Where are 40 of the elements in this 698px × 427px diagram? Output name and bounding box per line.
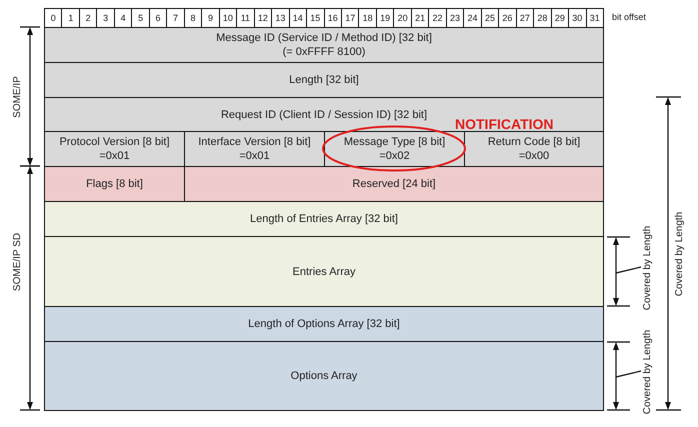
packet-field	[184, 131, 325, 167]
dimension-label: Covered by Length	[674, 212, 686, 296]
bit-number: 0	[44, 8, 62, 28]
ruler-caption: bit offset	[612, 12, 646, 22]
field-value: =0x02	[379, 149, 410, 163]
field-name: Message ID (Service ID / Method ID) [32 bit]	[216, 31, 432, 45]
field-value: =0x01	[99, 149, 130, 163]
packet-field	[44, 27, 604, 63]
packet-field	[44, 341, 604, 411]
packet-field	[44, 97, 604, 132]
annotation-text: NOTIFICATION	[455, 116, 554, 132]
field-value: =0x01	[239, 149, 270, 163]
packet-field	[44, 166, 185, 202]
packet-field	[44, 236, 604, 307]
field-name: Return Code [8 bit]	[488, 135, 580, 149]
packet-field	[44, 62, 604, 98]
dimension-label: Covered by Length	[642, 330, 654, 414]
field-name: Flags [8 bit]	[86, 177, 143, 191]
field-name: Entries Array	[292, 264, 356, 278]
field-name: Options Array	[290, 369, 358, 383]
packet-field	[324, 131, 465, 167]
field-name: Length of Options Array [32 bit]	[248, 317, 400, 331]
packet-field	[44, 306, 604, 342]
section-label: SOME/IP	[12, 76, 24, 118]
packet-field	[464, 131, 604, 167]
field-name: Interface Version [8 bit]	[198, 135, 311, 149]
field-name: Request ID (Client ID / Session ID) [32 bit]	[220, 108, 428, 122]
packet-field	[184, 166, 604, 202]
packet-field	[44, 201, 604, 237]
field-name: Length [32 bit]	[289, 73, 359, 87]
field-value: (= 0xFFFF 8100)	[282, 45, 366, 59]
field-name: Message Type [8 bit]	[344, 135, 446, 149]
dimension-label: Covered by Length	[642, 226, 654, 310]
field-name: Protocol Version [8 bit]	[59, 135, 170, 149]
field-value: =0x00	[518, 149, 550, 163]
bit-number: 31	[586, 8, 604, 28]
field-name: Reserved [24 bit]	[352, 177, 436, 191]
packet-field	[44, 131, 185, 167]
section-label: SOME/IP SD	[12, 232, 24, 292]
field-name: Length of Entries Array [32 bit]	[250, 212, 398, 226]
